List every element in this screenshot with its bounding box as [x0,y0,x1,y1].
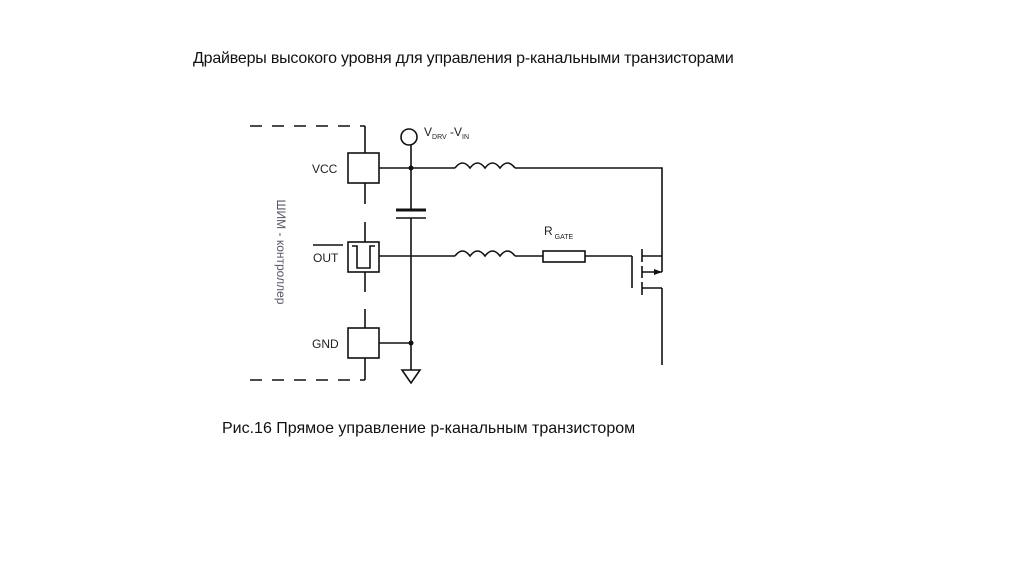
ground-icon [400,369,422,385]
out-pin-box [347,241,380,273]
inductor-icon [454,250,516,258]
supply-label: VDRV -VIN [424,125,469,141]
vcc-label: VCC [312,162,338,176]
supply-node-icon [400,128,418,146]
inductor-icon [454,162,516,170]
slide-title: Драйверы высокого уровня для управления … [193,50,734,67]
pulse-icon [352,245,375,269]
controller-label: ШИМ - контроллер [274,200,288,305]
p-channel-mosfet-icon [631,249,663,365]
controller-boundary [250,125,366,381]
out-label: OUT [313,251,339,265]
gnd-pin-box [347,327,380,359]
gnd-label: GND [312,337,339,351]
gate-resistor [542,250,586,263]
vcc-pin-box [347,152,380,184]
figure-caption: Рис.16 Прямое управление p-канальным тра… [222,420,636,437]
